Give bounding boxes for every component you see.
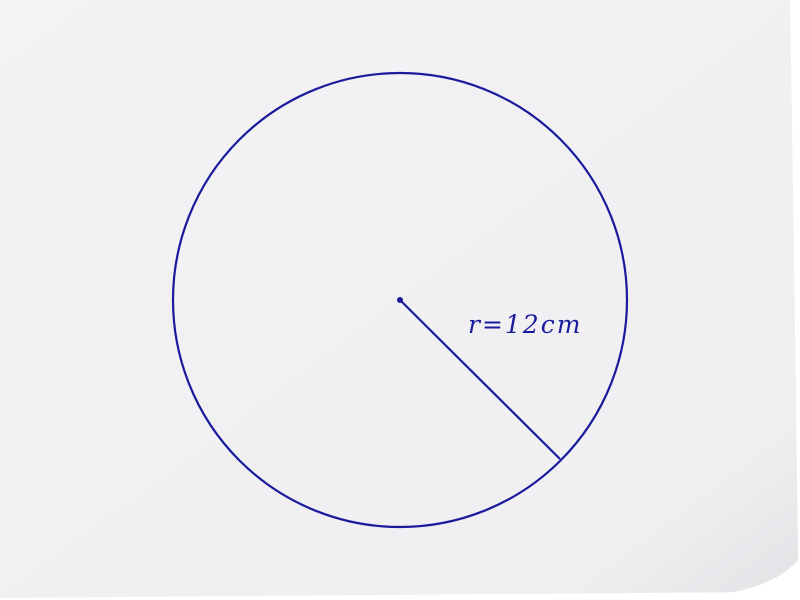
radius-label: r=12cm: [468, 310, 582, 339]
radius-line: [399, 299, 561, 460]
paper-curl-shadow: [700, 560, 798, 600]
circle-outline: [171, 71, 629, 529]
